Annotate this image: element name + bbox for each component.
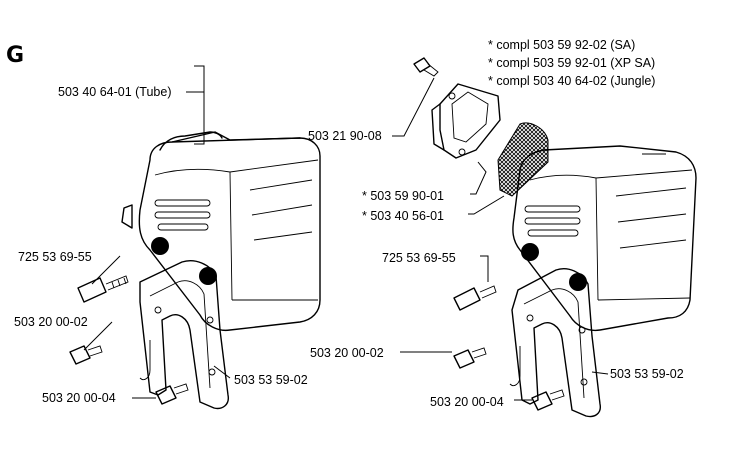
- note-xp-sa: * compl 503 59 92-01 (XP SA): [488, 56, 655, 70]
- left-muffler: [121, 131, 321, 332]
- right-spark-screen: [497, 122, 549, 197]
- right-gasket: [431, 83, 501, 159]
- left-bracket: [139, 260, 229, 410]
- right-bolt-503-20-00-02: [453, 347, 487, 369]
- label-left-bracket: 503 53 59-02: [234, 373, 308, 387]
- label-right-gasket: * 503 59 90-01: [362, 189, 444, 203]
- label-left-bolt2: 503 20 00-04: [42, 391, 116, 405]
- right-muffler: [512, 145, 697, 332]
- label-right-bracket: 503 53 59-02: [610, 367, 684, 381]
- section-letter: G: [6, 43, 24, 68]
- label-right-bolt2: 503 20 00-04: [430, 395, 504, 409]
- label-right-screw-top: 503 21 90-08: [308, 129, 382, 143]
- label-left-bolt: 503 20 00-02: [14, 315, 88, 329]
- left-bolt-503-20-00-04: [155, 383, 189, 405]
- note-sa: * compl 503 59 92-02 (SA): [488, 38, 635, 52]
- right-bolt-503-20-00-04: [531, 389, 565, 411]
- right-bracket: [509, 268, 601, 418]
- label-tube: 503 40 64-01 (Tube): [58, 85, 172, 99]
- tube-bracket-lead: [194, 65, 205, 145]
- label-right-screen: * 503 40 56-01: [362, 209, 444, 223]
- right-screw-503-21-90-08: [413, 57, 439, 77]
- left-bolt-503-20-00-02: [69, 345, 103, 365]
- label-left-screw: 725 53 69-55: [18, 250, 92, 264]
- label-right-screw: 725 53 69-55: [382, 251, 456, 265]
- note-jungle: * compl 503 40 64-02 (Jungle): [488, 74, 655, 88]
- left-screw-725: [77, 275, 129, 303]
- right-screw-725: [453, 285, 497, 311]
- label-right-bolt: 503 20 00-02: [310, 346, 384, 360]
